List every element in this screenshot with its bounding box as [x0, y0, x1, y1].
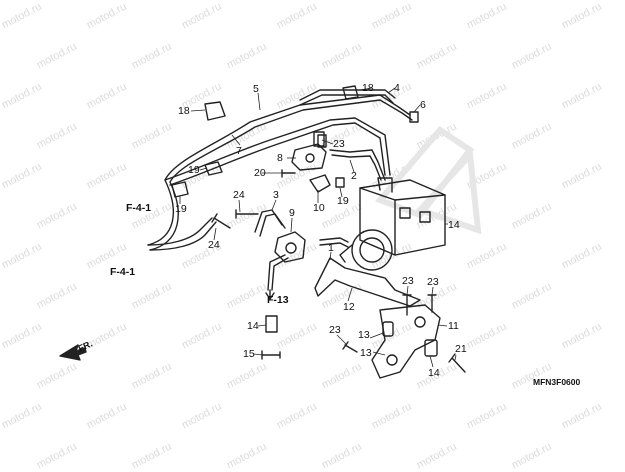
mounting-stay-12: [314, 257, 421, 307]
part-label-23-right: 23: [427, 276, 439, 288]
part-label-24-upper: 24: [233, 189, 245, 201]
bolt-22: [317, 134, 327, 148]
brand-logo-watermark: [374, 126, 482, 235]
part-label-10: 10: [313, 202, 325, 214]
part-label-24-lower: 24: [208, 239, 220, 251]
brake-pipe-2: [329, 149, 386, 181]
brake-pipe-5: [147, 94, 413, 251]
part-label-13-lower: 13: [360, 347, 372, 359]
part-label-2: 2: [351, 170, 357, 182]
collar-14: [424, 339, 438, 357]
brake-pipe-1: [319, 237, 349, 248]
clamp-19-upper: [204, 161, 223, 176]
reference-label-f-4-1-upper: F-4-1: [126, 202, 152, 214]
clamp-18-right: [342, 85, 359, 100]
bolt-20: [281, 169, 296, 178]
part-label-7: 7: [236, 145, 242, 157]
bolt-24-lower: [211, 213, 231, 229]
part-label-6: 6: [420, 99, 426, 111]
part-label-23-lower: 23: [329, 324, 341, 336]
collar-13-upper: [382, 321, 394, 337]
bolt-24-upper: [235, 209, 259, 219]
part-label-20: 20: [254, 167, 266, 179]
part-label-5: 5: [253, 83, 259, 95]
bolt-6: [409, 111, 419, 123]
f13-arrow: [265, 289, 275, 300]
part-label-12: 12: [343, 301, 355, 313]
clamp-10: [309, 174, 331, 193]
part-label-14: 14: [428, 367, 440, 379]
leader-lines: [179, 87, 457, 368]
reference-label-f-13: F-13: [267, 294, 289, 306]
part-label-16: 15: [243, 348, 255, 360]
brake-pipe-3: [254, 209, 289, 291]
collar-15: [265, 315, 278, 333]
part-label-13-upper: 13: [358, 329, 370, 341]
part-label-8: 8: [277, 152, 283, 164]
bolt-23-upper: [402, 294, 412, 316]
part-label-17: 19: [337, 195, 349, 207]
part-label-11: 11: [448, 320, 459, 332]
clamp-18-left: [204, 101, 226, 121]
part-label-18-right: 18: [362, 82, 374, 94]
brake-pipe-7: [164, 117, 391, 186]
three-way-joint-9: [274, 231, 306, 263]
bolt-23-lower: [342, 341, 358, 353]
part-label-4: 4: [394, 82, 400, 94]
abs-modulator-15: [339, 177, 446, 271]
part-label-19-lower: 19: [175, 203, 187, 215]
brake-pipe-upper-right: [299, 89, 396, 106]
part-label-15: 14: [448, 219, 460, 231]
part-label-9: 9: [289, 207, 295, 219]
diagram-code: MFN3F0600: [533, 377, 581, 387]
bolt-21: [448, 353, 466, 373]
part-label-19-upper: 19: [188, 164, 200, 176]
reference-label-f-4-1-lower: F-4-1: [110, 266, 136, 278]
part-label-3: 3: [273, 189, 279, 201]
part-label-14-left: 14: [247, 320, 259, 332]
bolt-16: [261, 350, 281, 360]
part-label-21: 21: [455, 343, 467, 355]
part-label-18-left: 18: [178, 105, 190, 117]
part-label-23-upper: 23: [402, 275, 414, 287]
part-label-1: 1: [328, 242, 334, 254]
grommet-17: [335, 177, 345, 188]
clamp-19-lower: [171, 181, 189, 198]
front-direction-arrow: [59, 344, 87, 361]
brake-pipe-lower: [147, 217, 217, 251]
part-label-22: 23: [333, 138, 345, 150]
